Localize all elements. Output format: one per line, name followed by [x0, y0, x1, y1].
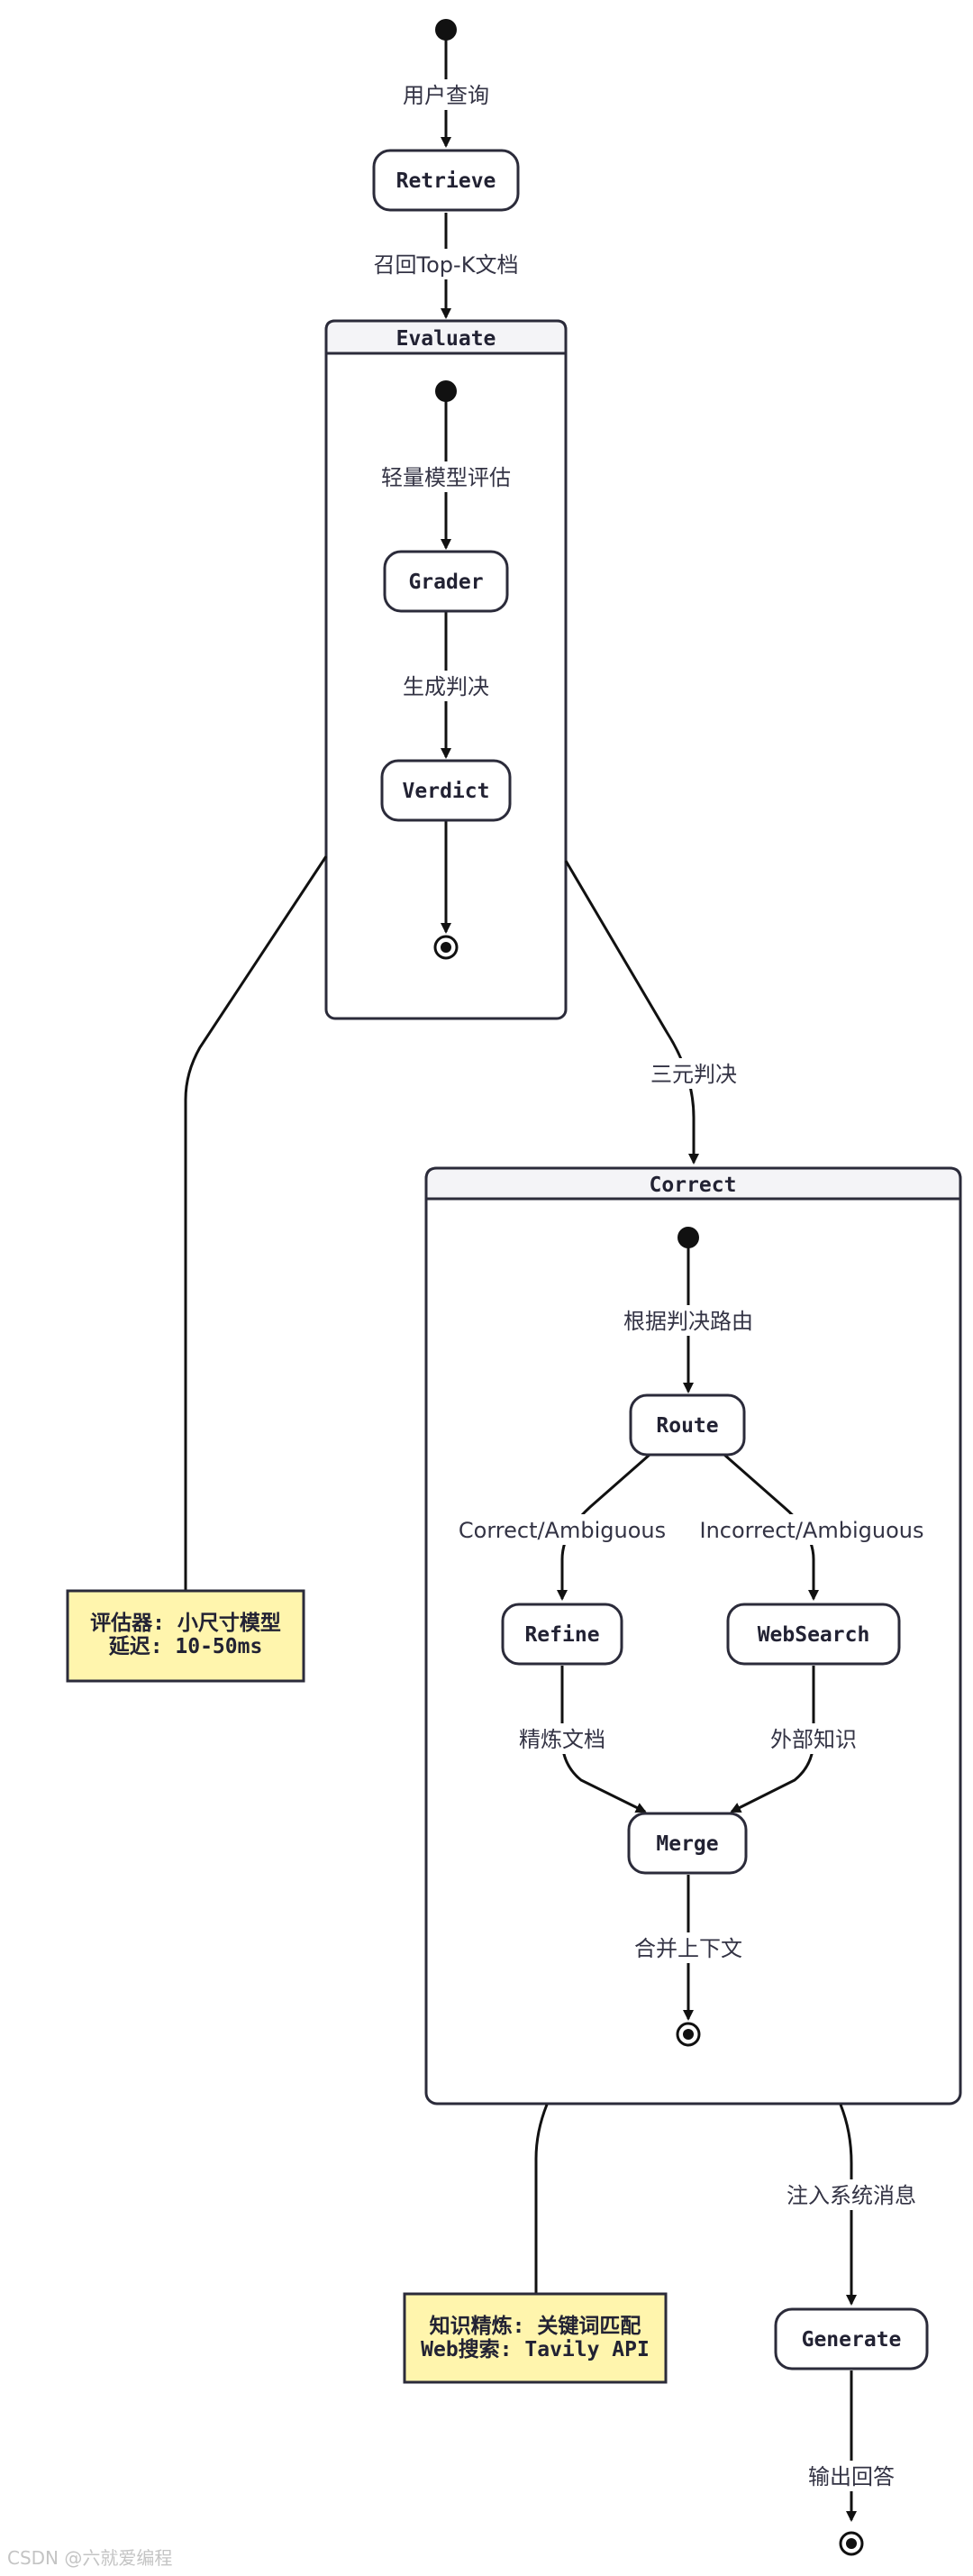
edge-label-output-answer: 输出回答	[800, 2461, 903, 2491]
node-refine[interactable]: Refine	[501, 1603, 623, 1666]
note-correct-line-1: 知识精炼: 关键词匹配	[430, 2314, 641, 2338]
cluster-correct-title: Correct	[650, 1174, 737, 1197]
svg-text:外部知识: 外部知识	[770, 1727, 857, 1752]
end-marker-main	[839, 2531, 864, 2556]
note-correct-connector	[534, 2104, 549, 2294]
svg-text:输出回答: 输出回答	[808, 2464, 895, 2489]
edge-label-refine-docs: 精炼文档	[514, 1723, 611, 1754]
end-marker-correct	[676, 2022, 701, 2047]
note-evaluator-line-2: 延迟: 10-50ms	[108, 1635, 263, 1658]
edge-label-recall-topk: 召回Top-K文档	[365, 249, 527, 279]
node-merge-label: Merge	[656, 1832, 718, 1856]
node-websearch-label: WebSearch	[758, 1623, 870, 1647]
edge-label-route-by-verdict: 根据判决路由	[614, 1305, 762, 1336]
node-retrieve[interactable]: Retrieve	[372, 149, 520, 212]
svg-text:Correct/Ambiguous: Correct/Ambiguous	[459, 1518, 666, 1543]
edge-label-light-eval: 轻量模型评估	[375, 461, 517, 492]
edge-label-inject-system: 注入系统消息	[778, 2179, 924, 2210]
node-grader[interactable]: Grader	[383, 550, 509, 613]
edge-label-merge-context: 合并上下文	[629, 1932, 748, 1963]
edge-label-gen-verdict: 生成判决	[398, 671, 494, 701]
node-grader-label: Grader	[408, 571, 483, 594]
end-marker-evaluate	[433, 935, 459, 960]
cluster-evaluate-title: Evaluate	[396, 327, 496, 351]
svg-text:Incorrect/Ambiguous: Incorrect/Ambiguous	[700, 1518, 924, 1543]
svg-text:生成判决: 生成判决	[403, 674, 489, 699]
start-dot-correct	[677, 1227, 699, 1248]
note-correct-line-2: Web搜索: Tavily API	[421, 2338, 650, 2361]
node-retrieve-label: Retrieve	[396, 169, 496, 193]
edge-label-incorrect-ambiguous: Incorrect/Ambiguous	[690, 1514, 933, 1545]
node-verdict[interactable]: Verdict	[380, 759, 512, 822]
svg-text:用户查询: 用户查询	[403, 83, 489, 108]
cluster-correct: Correct	[424, 1166, 962, 2106]
note-correct: 知识精炼: 关键词匹配 Web搜索: Tavily API	[403, 2292, 668, 2384]
svg-text:三元判决: 三元判决	[650, 1062, 737, 1087]
edge-evaluate-to-correct	[564, 860, 699, 1165]
svg-text:召回Top-K文档: 召回Top-K文档	[374, 252, 519, 278]
node-websearch[interactable]: WebSearch	[726, 1603, 901, 1666]
node-refine-label: Refine	[524, 1623, 599, 1647]
node-route[interactable]: Route	[629, 1393, 746, 1457]
start-dot-main	[435, 19, 457, 41]
svg-text:合并上下文: 合并上下文	[634, 1936, 742, 1961]
edge-correct-to-generate	[839, 2104, 857, 2306]
svg-text:注入系统消息: 注入系统消息	[787, 2183, 916, 2208]
node-generate[interactable]: Generate	[774, 2307, 929, 2370]
note-evaluator-connector	[184, 855, 328, 1591]
start-dot-evaluate	[435, 380, 457, 402]
note-evaluator-line-1: 评估器: 小尺寸模型	[90, 1612, 281, 1635]
node-merge[interactable]: Merge	[627, 1812, 748, 1875]
svg-text:根据判决路由: 根据判决路由	[623, 1309, 753, 1334]
note-evaluator: 评估器: 小尺寸模型 延迟: 10-50ms	[66, 1589, 305, 1683]
edge-label-user-query: 用户查询	[396, 79, 496, 110]
node-generate-label: Generate	[802, 2328, 902, 2352]
node-route-label: Route	[656, 1414, 718, 1438]
edge-label-external-knowledge: 外部知识	[765, 1723, 862, 1754]
edge-label-correct-ambiguous: Correct/Ambiguous	[452, 1514, 672, 1545]
svg-text:精炼文档: 精炼文档	[519, 1727, 605, 1752]
watermark: CSDN @六就爱编程	[7, 2547, 173, 2569]
svg-text:轻量模型评估: 轻量模型评估	[381, 465, 511, 490]
edge-label-ternary: 三元判决	[643, 1058, 744, 1089]
node-verdict-label: Verdict	[403, 780, 490, 803]
